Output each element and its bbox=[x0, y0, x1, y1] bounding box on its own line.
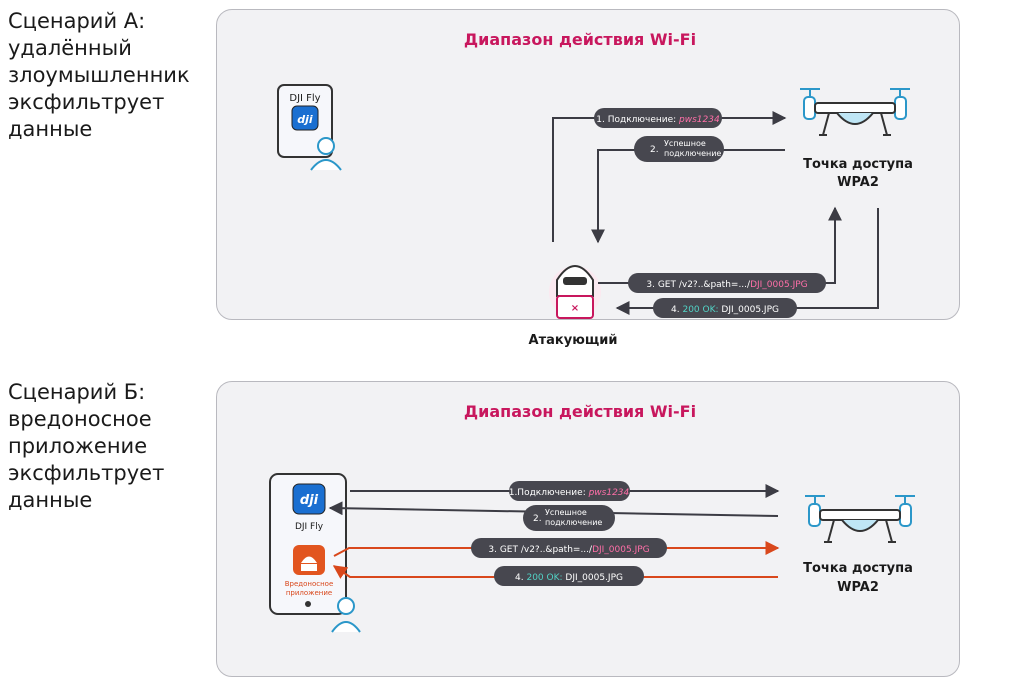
wifi-range-title-a: Диапазон действия Wi-Fi bbox=[463, 30, 697, 49]
scenario-b-heading: Сценарий Б: вредоносное приложение эксфи… bbox=[8, 379, 164, 514]
dji-fly-label-b: DJI Fly bbox=[295, 522, 324, 532]
access-point-label-b-line1: Точка доступа bbox=[803, 561, 913, 576]
android-malware-icon bbox=[293, 545, 325, 575]
msg-a-success-pill: 2. Успешное подключение bbox=[634, 136, 724, 162]
phone-a: DJI Fly dji bbox=[277, 84, 333, 158]
msg-b-response-pill: 4. 200 OK: DJI_0005.JPG bbox=[494, 566, 644, 586]
phone-b: dji DJI Fly Вредоносное приложение bbox=[269, 473, 347, 615]
msg-a-get-pill: 3. GET /v2?..&path=.../DJI_0005.JPG bbox=[628, 273, 826, 293]
heading-line: приложение bbox=[8, 434, 148, 458]
svg-text:4. 200 OK: DJI_0005.JPG: 4. 200 OK: DJI_0005.JPG bbox=[671, 305, 779, 315]
malicious-app-label-line1: Вредоносное bbox=[285, 580, 334, 588]
msg-b-success-pill: 2. Успешное подключение bbox=[523, 505, 615, 531]
msg-b-connect-pill: 1.Подключение: pws1234 bbox=[509, 481, 630, 501]
svg-text:подключение: подключение bbox=[664, 149, 721, 158]
heading-line: Сценарий А: bbox=[8, 9, 146, 33]
svg-text:1.Подключение: pws1234: 1.Подключение: pws1234 bbox=[509, 488, 630, 498]
svg-text:2.: 2. bbox=[650, 145, 659, 155]
msg-a-connect-pill: 1. Подключение: pws1234 bbox=[594, 108, 722, 128]
attacker-label: Атакующий bbox=[529, 333, 618, 348]
scenario-a-heading: Сценарий А: удалённый злоумышленник эксф… bbox=[8, 8, 190, 143]
heading-line: данные bbox=[8, 488, 93, 512]
svg-text:2.: 2. bbox=[533, 514, 542, 524]
svg-text:3. GET /v2?..&path=.../DJI_000: 3. GET /v2?..&path=.../DJI_0005.JPG bbox=[488, 545, 649, 555]
dji-app-icon: dji bbox=[291, 105, 319, 131]
user-icon-a bbox=[310, 137, 342, 171]
heading-line: данные bbox=[8, 117, 93, 141]
access-point-label-a-line2: WPA2 bbox=[837, 175, 879, 190]
drone-icon-b bbox=[804, 495, 916, 543]
access-point-label-a-line1: Точка доступа bbox=[803, 157, 913, 172]
drone-icon-a bbox=[799, 88, 911, 136]
malicious-app-label-line2: приложение bbox=[286, 589, 332, 597]
heading-line: вредоносное bbox=[8, 407, 152, 431]
svg-text:×: × bbox=[571, 303, 579, 314]
dji-logo-text: dji bbox=[300, 493, 319, 508]
access-point-label-b-line2: WPA2 bbox=[837, 580, 879, 595]
dji-fly-label-a: DJI Fly bbox=[289, 93, 320, 104]
heading-line: эксфильтрует bbox=[8, 461, 165, 485]
heading-line: злоумышленник bbox=[8, 63, 190, 87]
heading-line: эксфильтрует bbox=[8, 90, 165, 114]
svg-text:3. GET /v2?..&path=.../DJI_000: 3. GET /v2?..&path=.../DJI_0005.JPG bbox=[646, 280, 807, 290]
user-icon-b bbox=[331, 597, 361, 633]
heading-line: Сценарий Б: bbox=[8, 380, 146, 404]
svg-text:4. 200 OK: DJI_0005.JPG: 4. 200 OK: DJI_0005.JPG bbox=[515, 573, 623, 583]
heading-line: удалённый bbox=[8, 36, 132, 60]
arrow-a-success bbox=[591, 149, 785, 244]
arrow-a-get bbox=[598, 206, 842, 284]
msg-b-get-pill: 3. GET /v2?..&path=.../DJI_0005.JPG bbox=[471, 538, 667, 558]
svg-text:Успешное: Успешное bbox=[664, 139, 706, 148]
dji-app-icon: dji bbox=[292, 483, 326, 515]
attacker-icon: × bbox=[549, 265, 601, 319]
dji-logo-text: dji bbox=[297, 113, 313, 126]
msg-a-response-pill: 4. 200 OK: DJI_0005.JPG bbox=[653, 298, 797, 318]
svg-text:Успешное: Успешное bbox=[545, 508, 587, 517]
svg-text:1. Подключение: pws1234: 1. Подключение: pws1234 bbox=[596, 115, 720, 125]
svg-text:подключение: подключение bbox=[545, 518, 602, 527]
wifi-range-title-b: Диапазон действия Wi-Fi bbox=[463, 402, 697, 421]
